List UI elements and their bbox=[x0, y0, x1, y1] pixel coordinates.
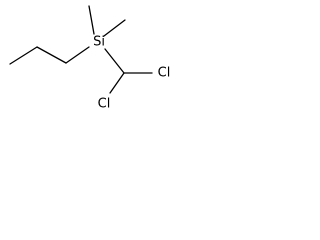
atom-label-cl-left: Cl bbox=[98, 97, 111, 112]
bond-propyl-c1-c2 bbox=[9, 46, 38, 65]
bond-ch-cl-left bbox=[109, 72, 125, 94]
chemical-structure-diagram: Si Cl Cl bbox=[9, 5, 171, 112]
atom-label-cl-right: Cl bbox=[158, 66, 171, 81]
structure-canvas: Si Cl Cl bbox=[0, 0, 178, 115]
atom-label-si: Si bbox=[93, 35, 105, 50]
bond-propyl-c3-si bbox=[65, 46, 90, 64]
bond-si-methyl-left bbox=[88, 5, 95, 35]
bond-si-methyl-right bbox=[103, 19, 126, 37]
bond-propyl-c2-c3 bbox=[36, 46, 67, 64]
bond-si-ch bbox=[104, 48, 125, 74]
